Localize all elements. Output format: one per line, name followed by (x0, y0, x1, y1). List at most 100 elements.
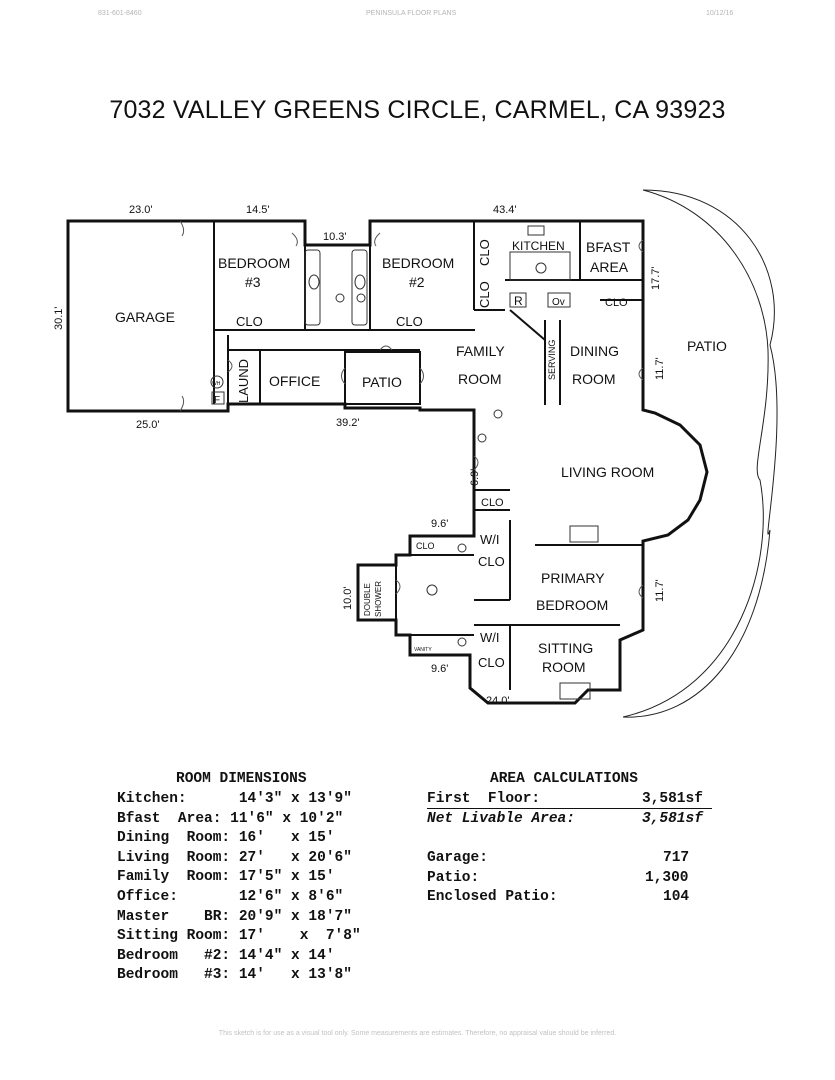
first-floor-underline (427, 808, 712, 809)
garage-area-label: Garage: (427, 850, 488, 866)
room-dimension-row: Bedroom #2: 14'4" x 14' (117, 947, 335, 964)
room-bedroom2: BEDROOM (382, 255, 454, 271)
vanity-label: VANITY (414, 647, 432, 653)
room-dimension-row: Dining Room: 16' x 15' (117, 830, 335, 847)
header-phone: 831-601-8460 (98, 10, 142, 17)
room-patio-enclosed: PATIO (362, 374, 402, 390)
fireplace-icon (559, 682, 591, 700)
closet-bedroom3: CLO (236, 314, 263, 329)
room-dimension-row: Kitchen: 14'3" x 13'9" (117, 791, 352, 807)
room-primary-bedroom: BEDROOM (536, 597, 608, 613)
room-dining: DINING (570, 343, 619, 359)
closet-kitchen-2: CLO (477, 281, 492, 308)
room-family: FAMILY (456, 343, 505, 359)
room-bedroom3: BEDROOM (218, 255, 290, 271)
dim-bfast-side: 17.7' (650, 266, 662, 290)
walkin-1-closet: CLO (478, 554, 505, 569)
room-primary: PRIMARY (541, 570, 605, 586)
dim-primary-side: 11.7' (654, 579, 666, 602)
closet-hall: CLO (481, 497, 504, 509)
dim-bath-notch: 10.3' (323, 231, 347, 243)
patio-outline (622, 189, 778, 718)
sink-icon (535, 262, 547, 274)
room-bedroom3-number: #3 (245, 274, 261, 290)
net-livable-label: Net Livable Area: (427, 811, 575, 827)
furnace-box (211, 391, 225, 405)
dim-hall-side: 6.9' (469, 469, 481, 486)
room-dimension-row: Living Room: 27' x 20'6" (117, 849, 352, 866)
room-dimension-row: Bfast Area: 11'6" x 10'2" (117, 810, 344, 827)
room-dimension-row: Office: 12'6" x 8'6" (117, 888, 344, 905)
area-calculations-heading: AREA CALCULATIONS (490, 771, 638, 787)
range-label: R (514, 294, 523, 308)
first-floor-label: First Floor: (427, 791, 541, 807)
room-dimension-row: Bedroom #3: 14' x 13'8" (117, 967, 352, 984)
toilet-icon (354, 274, 366, 290)
room-garage: GARAGE (115, 309, 175, 325)
first-floor-value: 3,581sf (642, 791, 703, 807)
room-patio-outdoor: PATIO (687, 338, 727, 354)
room-family-room: ROOM (458, 371, 502, 387)
patio-area-value: 1,300 (645, 870, 689, 886)
bathtub-icon (351, 249, 368, 326)
closet-bath: CLO (416, 541, 435, 551)
dim-garage-top: 23.0' (129, 204, 153, 216)
walkin-1-label: W/I (480, 532, 500, 547)
furnace-label: F (214, 395, 220, 406)
sink-icon (426, 584, 438, 596)
room-bedroom2-number: #2 (409, 274, 425, 290)
closet-bedroom2: CLO (396, 314, 423, 329)
garage-area-value: 717 (663, 850, 690, 866)
walkin-2-label: W/I (480, 630, 500, 645)
stove-icon (527, 225, 545, 236)
dim-middle-bottom: 39.2' (336, 417, 360, 429)
dim-bedroom3-top: 14.5' (246, 204, 270, 216)
exterior-wall (66, 219, 709, 705)
room-living: LIVING ROOM (561, 464, 654, 480)
closet-kitchen-1: CLO (477, 239, 492, 266)
room-office: OFFICE (269, 373, 320, 389)
disclaimer-footer: This sketch is for use as a visual tool … (218, 1030, 617, 1037)
room-dimension-row: Master BR: 20'9" x 18'7" (117, 908, 352, 925)
room-dimensions-list: Kitchen: 14'3" x 13'9" Bfast Area: 11'6"… (117, 790, 361, 986)
enclosed-patio-label: Enclosed Patio: (427, 889, 558, 905)
dim-garage-bottom: 25.0' (136, 419, 160, 431)
water-heater-icon (210, 375, 224, 389)
toilet-icon (308, 274, 320, 290)
room-bfast-area: AREA (590, 259, 629, 275)
room-kitchen: KITCHEN (512, 239, 565, 253)
oven-label: Ov (552, 297, 565, 308)
header-company: PENINSULA FLOOR PLANS (366, 10, 457, 17)
room-sitting: SITTING (538, 640, 593, 656)
room-dimension-row: Family Room: 17'5" x 15' (117, 869, 335, 886)
room-double-shower-2: SHOWER (374, 581, 383, 617)
walkin-2-closet: CLO (478, 655, 505, 670)
dim-bath-side: 10.0' (342, 586, 354, 610)
sink-icon (356, 293, 366, 303)
dim-garage-side: 30.1' (53, 306, 65, 330)
closet-bfast: CLO (605, 297, 628, 309)
dim-dining-side: 11.7' (654, 357, 666, 380)
floor-plan: 23.0' 14.5' 43.4' 10.3' 30.1' 25.0' 39.2… (53, 189, 778, 718)
room-laundry: LAUND (236, 359, 251, 403)
page-title: 7032 VALLEY GREENS CIRCLE, CARMEL, CA 93… (109, 96, 726, 124)
room-dimensions-heading: ROOM DIMENSIONS (176, 771, 307, 787)
bathtub-icon (304, 249, 321, 326)
kitchen-island (509, 251, 571, 281)
room-double-shower: DOUBLE (363, 583, 372, 616)
serving-counter-label: SERVING (547, 340, 557, 380)
room-bfast: BFAST (586, 239, 631, 255)
sink-icon (335, 293, 345, 303)
header-date: 10/12/16 (706, 10, 734, 17)
net-livable-value: 3,581sf (642, 811, 703, 827)
dim-house-top: 43.4' (493, 204, 517, 216)
room-dimension-row: Sitting Room: 17' x 7'8" (117, 928, 361, 945)
enclosed-patio-value: 104 (663, 889, 690, 905)
water-heater-label: WH (212, 381, 221, 387)
dim-bath-bottom: 9.6' (431, 663, 448, 675)
dim-sitting-bottom: 24.0' (486, 695, 510, 707)
room-sitting-room: ROOM (542, 659, 586, 675)
dim-bath-top: 9.6' (431, 518, 448, 530)
patio-area-label: Patio: (427, 870, 480, 886)
fireplace-icon (569, 525, 599, 543)
